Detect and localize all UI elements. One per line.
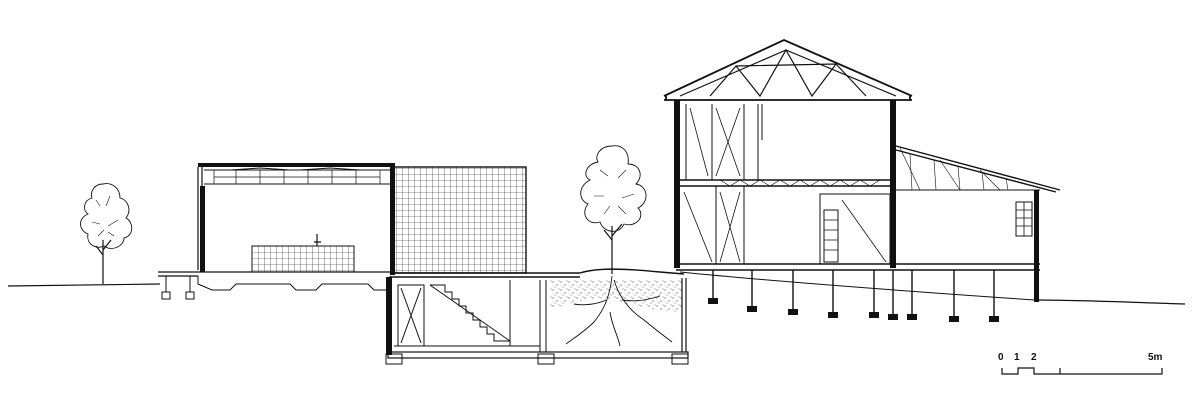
basement	[385, 268, 689, 365]
annex	[895, 145, 1061, 302]
scale-label-5m: 5m	[1148, 352, 1163, 363]
tree-left	[80, 183, 133, 284]
scale-bar: 0 1 2 5m	[998, 352, 1163, 375]
screen-volume	[390, 163, 527, 275]
scale-label-1: 1	[1014, 352, 1020, 363]
left-pavilion	[158, 163, 392, 300]
tree-middle	[580, 145, 647, 274]
stumps	[708, 270, 999, 322]
scale-label-2: 2	[1031, 352, 1037, 363]
main-house	[663, 39, 1040, 271]
scale-label-0: 0	[998, 352, 1004, 363]
